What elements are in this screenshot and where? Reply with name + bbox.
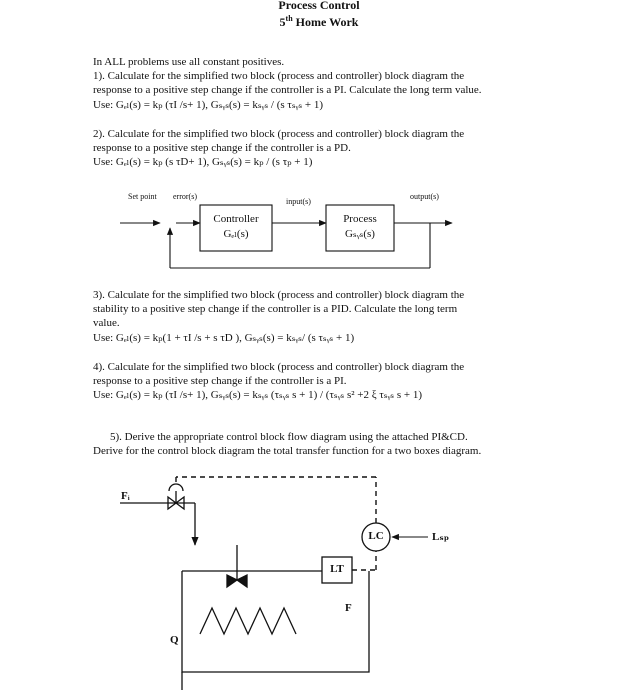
- f-label: F: [345, 602, 352, 614]
- subtitle-text: Home Work: [292, 15, 359, 29]
- controller-block: [199, 204, 273, 252]
- problem-4: 4). Calculate for the simplified two blo…: [93, 360, 553, 403]
- lt-label: LT: [330, 563, 344, 575]
- subtitle-number: 5: [279, 15, 286, 29]
- p5-line-2: Derive for the control block diagram the…: [93, 445, 482, 457]
- controller-name: Controller: [213, 213, 259, 225]
- problem-3: 3). Calculate for the simplified two blo…: [93, 288, 553, 345]
- lsp-label: Lₛₚ: [432, 531, 450, 543]
- page-title: Process Control: [278, 0, 360, 12]
- stirrer-blade-right: [235, 573, 248, 589]
- p3-line-2: stability to a positive step change if t…: [93, 303, 458, 316]
- q-label: Q: [170, 634, 179, 646]
- tank: [181, 571, 370, 673]
- valve-actuator: [168, 483, 184, 492]
- intro-text: In ALL problems use all constant positiv…: [93, 56, 285, 68]
- page-subtitle: 5th Home Work: [0, 12, 638, 29]
- process-label: Process Gₛᵧₛ(s): [326, 212, 394, 242]
- controller-label: Controller Gₑₗ(s): [200, 212, 272, 242]
- output-label: output(s): [410, 192, 439, 201]
- controller-transfer: Gₑₗ(s): [223, 228, 249, 240]
- p2-line-1: 2). Calculate for the simplified two blo…: [93, 128, 465, 140]
- p4-line-2: response to a positive step change if th…: [93, 375, 347, 388]
- p1-line-3: Use: Gₑₗ(s) = kₚ (τI /s+ 1), Gₛᵧₛ(s) = k…: [93, 98, 324, 111]
- subtitle-superscript: th: [285, 14, 293, 23]
- fi-label: Fᵢ: [121, 490, 130, 502]
- heating-coil: [199, 606, 297, 636]
- p4-line-1: 4). Calculate for the simplified two blo…: [93, 361, 465, 373]
- p4-line-3: Use: Gₑₗ(s) = kₚ (τI /s+ 1), Gₛᵧₛ(s) = k…: [93, 389, 423, 402]
- p1-line-2: response to a positive step change if th…: [93, 84, 482, 97]
- problem-2: 2). Calculate for the simplified two blo…: [93, 127, 553, 170]
- p5-line-1: 5). Derive the appropriate control block…: [110, 431, 468, 443]
- p2-line-3: Use: Gₑₗ(s) = kₚ (s τD+ 1), Gₛᵧₛ(s) = kₚ…: [93, 156, 313, 169]
- process-name: Process: [343, 213, 377, 225]
- p3-line-4: Use: Gₑₗ(s) = kₚ(1 + τI /s + s τD ), Gₛᵧ…: [93, 331, 355, 344]
- stirrer-blade-left: [226, 573, 239, 589]
- level-transmitter: [321, 556, 353, 584]
- problem-1: In ALL problems use all constant positiv…: [93, 55, 553, 112]
- set-point-label: Set point: [128, 192, 157, 201]
- lc-label: LC: [368, 530, 384, 542]
- p2-line-2: response to a positive step change if th…: [93, 142, 351, 155]
- p3-line-3: value.: [93, 317, 120, 330]
- process-block: [325, 204, 395, 252]
- input-label: input(s): [286, 197, 311, 206]
- p1-line-1: 1). Calculate for the simplified two blo…: [93, 70, 465, 83]
- p3-line-1: 3). Calculate for the simplified two blo…: [93, 289, 465, 301]
- process-transfer: Gₛᵧₛ(s): [345, 228, 375, 240]
- error-label: error(s): [173, 192, 197, 201]
- control-valve: [167, 495, 178, 511]
